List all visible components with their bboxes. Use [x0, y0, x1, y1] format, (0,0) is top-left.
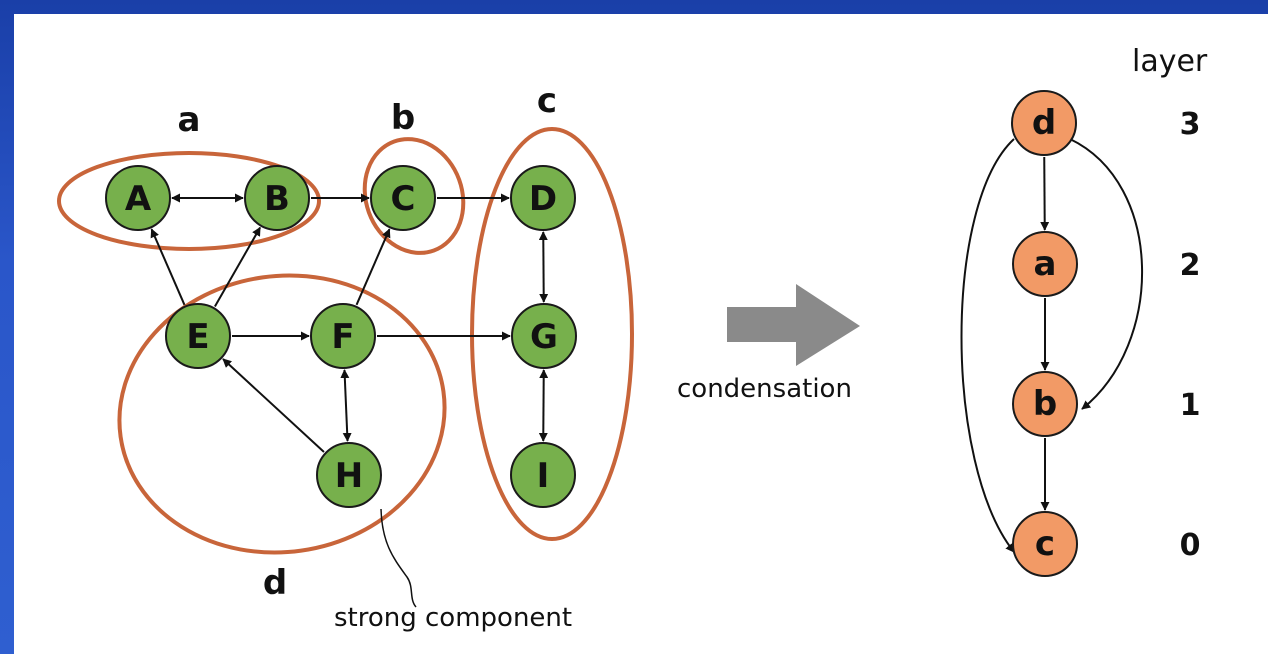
node-circle: [510, 442, 576, 508]
node-circle: [165, 303, 231, 369]
component-ring-b: [362, 137, 466, 255]
annotation-leader-line: [380, 508, 417, 608]
node-label: A: [125, 179, 152, 219]
component-ring-d: [117, 273, 447, 555]
node-label: F: [331, 317, 354, 357]
edge-H-E: [222, 358, 325, 453]
node-label: c: [1035, 524, 1055, 564]
component-ring-c: [470, 127, 634, 541]
node-label: E: [186, 317, 209, 357]
edge-d-a: [1040, 156, 1050, 231]
edge-F-H: [340, 369, 352, 442]
node-circle: [105, 165, 171, 231]
right-graph-nodes: d a b c: [1011, 90, 1078, 577]
strong-component-caption: strong component: [334, 603, 572, 633]
condensed-node-d: d: [1011, 90, 1077, 156]
layer-number-3: 3: [1180, 107, 1201, 142]
node-label: C: [391, 179, 416, 219]
slide-canvas: a b c d A B C D E F G H I strong component conde…: [14, 14, 1268, 654]
condensation-label: condensation: [677, 374, 852, 404]
node-circle: [1012, 511, 1078, 577]
node-B: B: [244, 165, 310, 231]
node-circle: [1011, 90, 1077, 156]
layer-number-0: 0: [1180, 528, 1201, 563]
node-circle: [511, 303, 577, 369]
node-circle: [510, 165, 576, 231]
condensed-node-c: c: [1012, 511, 1078, 577]
node-circle: [244, 165, 310, 231]
component-ring-a: [57, 151, 321, 251]
node-E: E: [165, 303, 231, 369]
node-circle: [310, 303, 376, 369]
edge-E-B: [214, 226, 261, 307]
layer-number-1: 1: [1180, 388, 1201, 423]
node-label: H: [335, 456, 363, 496]
node-label: a: [1034, 244, 1057, 284]
edge-d-c: [960, 138, 1015, 553]
condensed-node-b: b: [1012, 371, 1078, 437]
condensation-arrow: [727, 284, 860, 366]
component-label-b: b: [391, 98, 415, 138]
layer-numbers: 3 2 1 0: [1180, 107, 1201, 563]
edge-E-A: [150, 228, 186, 306]
node-label: b: [1033, 384, 1057, 424]
layer-number-2: 2: [1180, 248, 1201, 283]
node-label: D: [529, 179, 557, 219]
node-label: G: [530, 317, 558, 357]
node-label: I: [537, 456, 550, 496]
left-graph-edges: [150, 193, 549, 453]
component-label-c: c: [537, 81, 557, 121]
condensation-diagram: a b c d A B C D E F G H I strong component conde…: [57, 44, 1208, 633]
component-label-a: a: [178, 100, 201, 140]
edge-D-G: [538, 231, 549, 303]
edge-d-b: [1069, 138, 1143, 410]
layer-header: layer: [1132, 44, 1208, 79]
node-I: I: [510, 442, 576, 508]
edge-G-I: [538, 369, 549, 442]
condensed-node-a: a: [1012, 231, 1078, 297]
node-C: C: [370, 165, 436, 231]
node-H: H: [316, 442, 382, 508]
node-label: d: [1032, 103, 1056, 143]
node-circle: [316, 442, 382, 508]
node-label: B: [264, 179, 290, 219]
node-G: G: [511, 303, 577, 369]
component-label-d: d: [263, 563, 287, 603]
right-graph-edges: [960, 138, 1143, 553]
node-A: A: [105, 165, 171, 231]
node-circle: [370, 165, 436, 231]
node-circle: [1012, 371, 1078, 437]
edge-F-C: [355, 228, 391, 306]
node-circle: [1012, 231, 1078, 297]
node-F: F: [310, 303, 376, 369]
node-D: D: [510, 165, 576, 231]
left-graph-nodes: A B C D E F G H I: [105, 165, 577, 508]
